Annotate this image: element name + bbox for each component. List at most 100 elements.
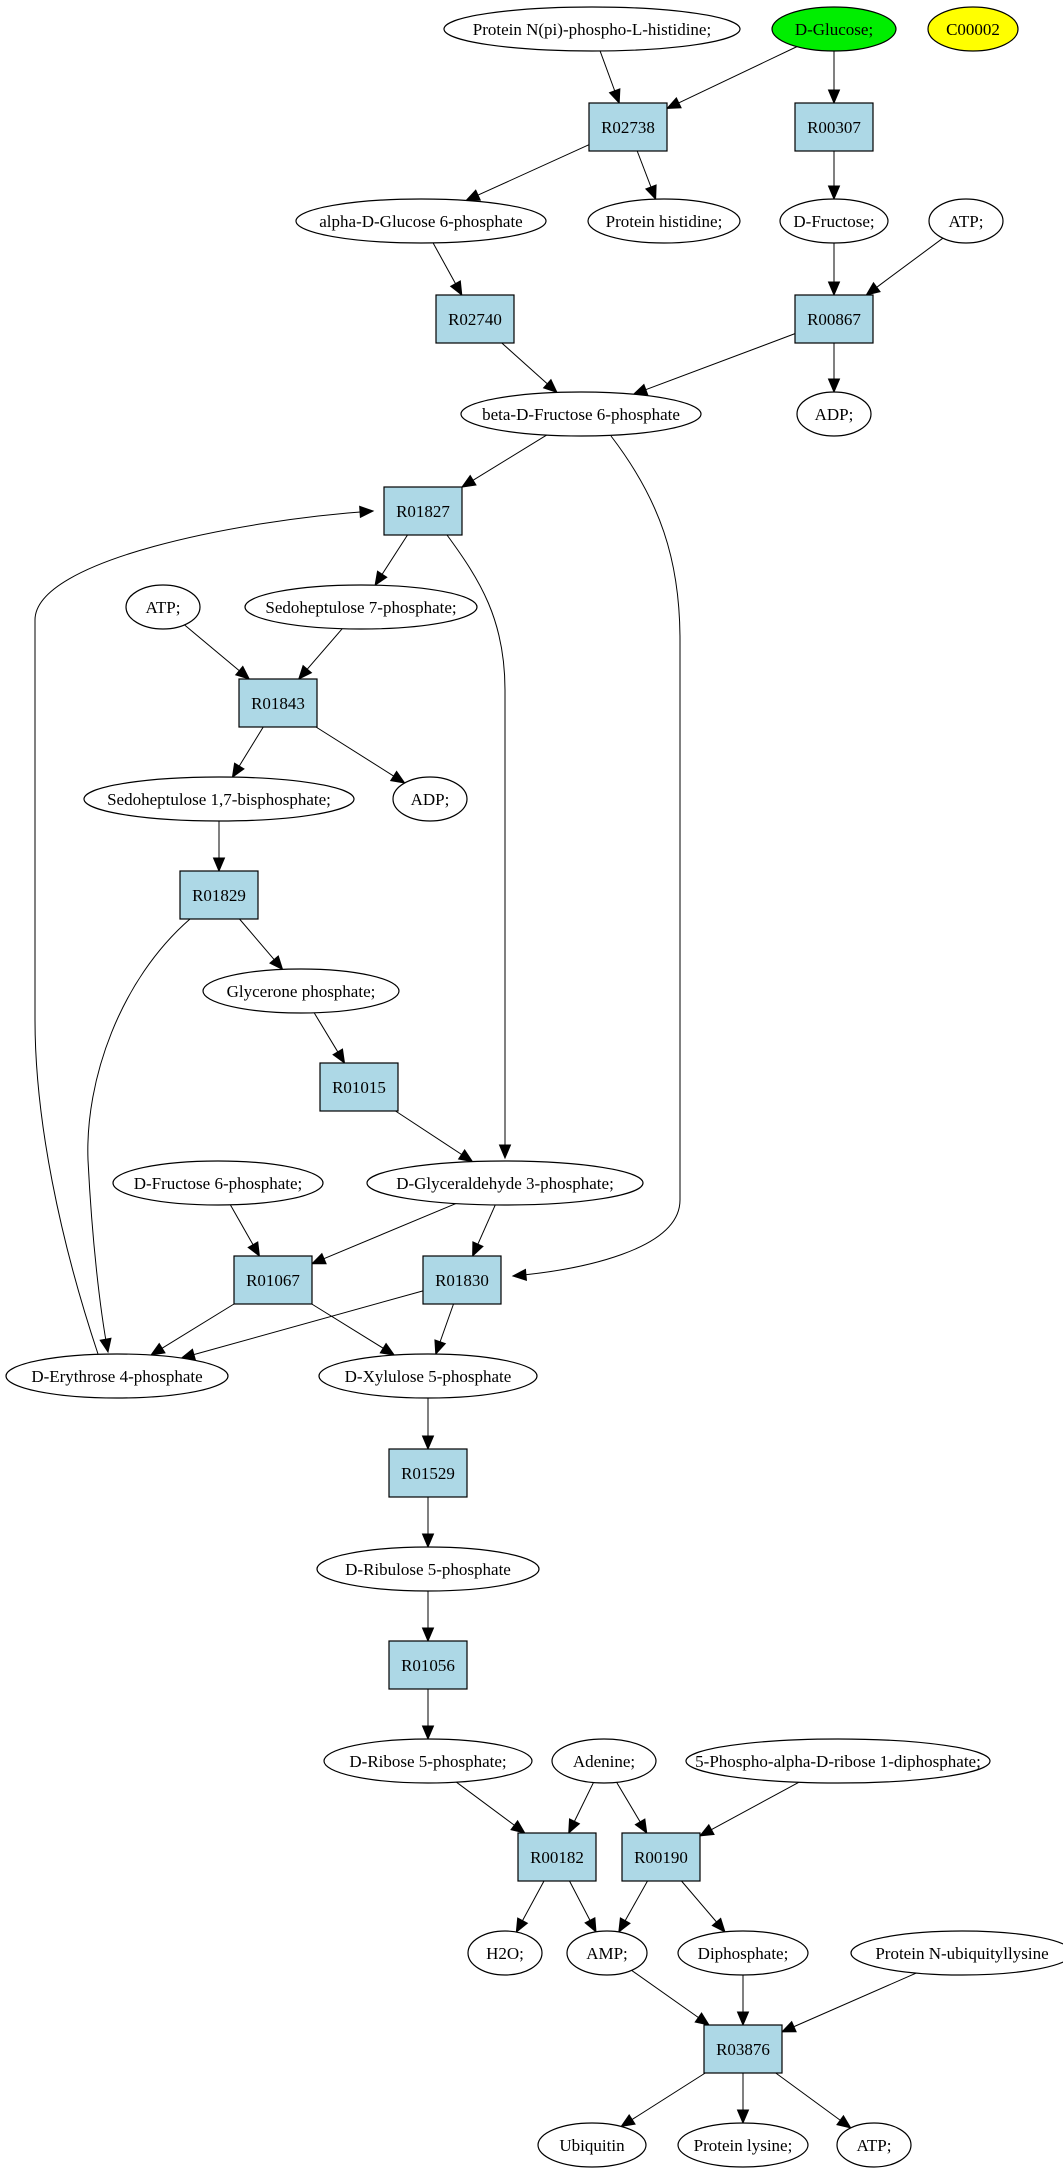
compound-ellipse: [779, 198, 889, 244]
node-label: ATP;: [146, 598, 181, 617]
node-layer: Protein N(pi)-phospho-L-histidine;D-Gluc…: [5, 6, 1063, 2168]
node-label: Ubiquitin: [559, 2136, 625, 2155]
reaction-box: [794, 102, 874, 152]
compound-node-protein_n_ubiq: Protein N-ubiquityllysine: [850, 1930, 1063, 1976]
edge-protein_npi_his-to-r02738: [599, 50, 621, 105]
reaction-node-r01830: R01830: [422, 1255, 502, 1305]
reaction-node-r02738: R02738: [588, 102, 668, 152]
reaction-node-r01015: R01015: [319, 1062, 399, 1112]
compound-node-s17bp: Sedoheptulose 1,7-bisphosphate;: [83, 776, 355, 822]
compound-node-adenine: Adenine;: [551, 1738, 657, 1784]
edge-adenine-to-r00182: [568, 1782, 594, 1835]
compound-node-alpha_g6p: alpha-D-Glucose 6-phosphate: [295, 198, 547, 244]
node-label: Sedoheptulose 1,7-bisphosphate;: [107, 790, 331, 809]
compound-node-protein_lysine: Protein lysine;: [677, 2122, 809, 2168]
reaction-node-r01843: R01843: [238, 678, 318, 728]
edge-atp_top-to-r00867: [865, 237, 944, 296]
compound-node-atp_mid: ATP;: [125, 584, 201, 630]
compound-ellipse: [323, 1738, 533, 1784]
compound-node-adp_mid: ADP;: [392, 776, 468, 822]
node-label: R01067: [246, 1271, 300, 1290]
node-label: ADP;: [815, 405, 854, 424]
edge-glycerone_p-to-r01015: [313, 1012, 346, 1065]
compound-node-protein_npi_his: Protein N(pi)-phospho-L-histidine;: [443, 6, 741, 52]
edge-x5p-to-r01529: [421, 1398, 435, 1451]
compound-node-amp: AMP;: [566, 1930, 648, 1976]
reaction-box: [517, 1832, 597, 1882]
edge-r02738-to-alpha_g6p: [465, 144, 590, 202]
compound-ellipse: [366, 1160, 644, 1206]
node-label: H2O;: [486, 1944, 524, 1963]
node-label: ATP;: [949, 212, 984, 231]
compound-ellipse: [928, 198, 1004, 244]
reaction-node-r03876: R03876: [703, 2024, 783, 2074]
reaction-box: [588, 102, 668, 152]
reaction-box: [383, 486, 463, 536]
edge-r00867-to-beta_f6p: [632, 333, 796, 396]
reaction-node-r02740: R02740: [435, 294, 515, 344]
node-label: R00182: [530, 1848, 584, 1867]
edge-r01830-to-x5p: [434, 1303, 454, 1356]
edge-r00190-to-amp: [618, 1880, 648, 1934]
compound-ellipse: [244, 584, 478, 630]
node-label: R00867: [807, 310, 861, 329]
edge-e4p-to-r01827: [34, 505, 375, 1355]
edge-r01827-to-s7p: [374, 534, 408, 587]
node-label: D-Xylulose 5-phosphate: [345, 1367, 512, 1386]
node-label: Glycerone phosphate;: [227, 982, 376, 1001]
compound-ellipse: [5, 1353, 229, 1399]
reaction-node-r00190: R00190: [621, 1832, 701, 1882]
edge-g3p-to-r01067: [310, 1203, 457, 1265]
reaction-box: [703, 2024, 783, 2074]
node-label: D-Ribulose 5-phosphate: [345, 1560, 511, 1579]
reaction-node-r01529: R01529: [388, 1448, 468, 1498]
edge-r03876-to-ubiquitin: [620, 2072, 706, 2128]
edge-r03876-to-protein_lysine: [736, 2073, 750, 2125]
node-label: R01843: [251, 694, 305, 713]
node-label: beta-D-Fructose 6-phosphate: [482, 405, 680, 424]
reaction-node-r01067: R01067: [233, 1255, 313, 1305]
edge-r00867-to-adp_top: [827, 343, 841, 394]
node-label: R01015: [332, 1078, 386, 1097]
compound-node-atp_bottom: ATP;: [836, 2122, 912, 2168]
edge-s7p-to-r01843: [297, 628, 343, 680]
edge-r00182-to-h2o: [515, 1880, 545, 1934]
node-label: R01830: [435, 1271, 489, 1290]
reaction-box: [238, 678, 318, 728]
edge-r00307-to-d_fructose: [827, 151, 841, 201]
node-label: R01056: [401, 1656, 455, 1675]
reaction-node-r00867: R00867: [794, 294, 874, 344]
compound-ellipse: [551, 1738, 657, 1784]
edge-amp-to-r03876: [631, 1969, 711, 2026]
edge-diphosphate-to-r03876: [736, 1975, 750, 2027]
compound-ellipse: [316, 1546, 540, 1592]
compound-ellipse: [771, 6, 897, 52]
reaction-box: [422, 1255, 502, 1305]
node-label: R01529: [401, 1464, 455, 1483]
compound-node-adp_top: ADP;: [796, 391, 872, 437]
node-label: alpha-D-Glucose 6-phosphate: [319, 212, 522, 231]
node-label: R00190: [634, 1848, 688, 1867]
compound-node-d_f6p: D-Fructose 6-phosphate;: [112, 1160, 324, 1206]
node-label: R02740: [448, 310, 502, 329]
edge-r01067-to-e4p: [149, 1303, 235, 1356]
reaction-node-r00307: R00307: [794, 102, 874, 152]
edge-atp_mid-to-r01843: [184, 624, 251, 680]
edge-r03876-to-atp_bottom: [775, 2072, 852, 2129]
node-label: D-Ribose 5-phosphate;: [349, 1752, 506, 1771]
node-label: Diphosphate;: [698, 1944, 789, 1963]
reaction-box: [319, 1062, 399, 1112]
compound-node-d_fructose: D-Fructose;: [779, 198, 889, 244]
edge-ru5p-to-r01056: [421, 1591, 435, 1643]
edge-r01843-to-s17bp: [231, 726, 264, 779]
edge-r01829-to-e4p: [87, 918, 191, 1354]
edge-r02740-to-beta_f6p: [501, 342, 558, 394]
edge-r02738-to-protein_histidine: [636, 150, 657, 201]
node-label: Protein histidine;: [606, 212, 723, 231]
edge-r00190-to-diphosphate: [681, 1880, 726, 1933]
compound-ellipse: [566, 1930, 648, 1976]
compound-ellipse: [927, 6, 1019, 52]
compound-ellipse: [125, 584, 201, 630]
node-label: ATP;: [857, 2136, 892, 2155]
edge-r01529-to-ru5p: [421, 1497, 435, 1549]
